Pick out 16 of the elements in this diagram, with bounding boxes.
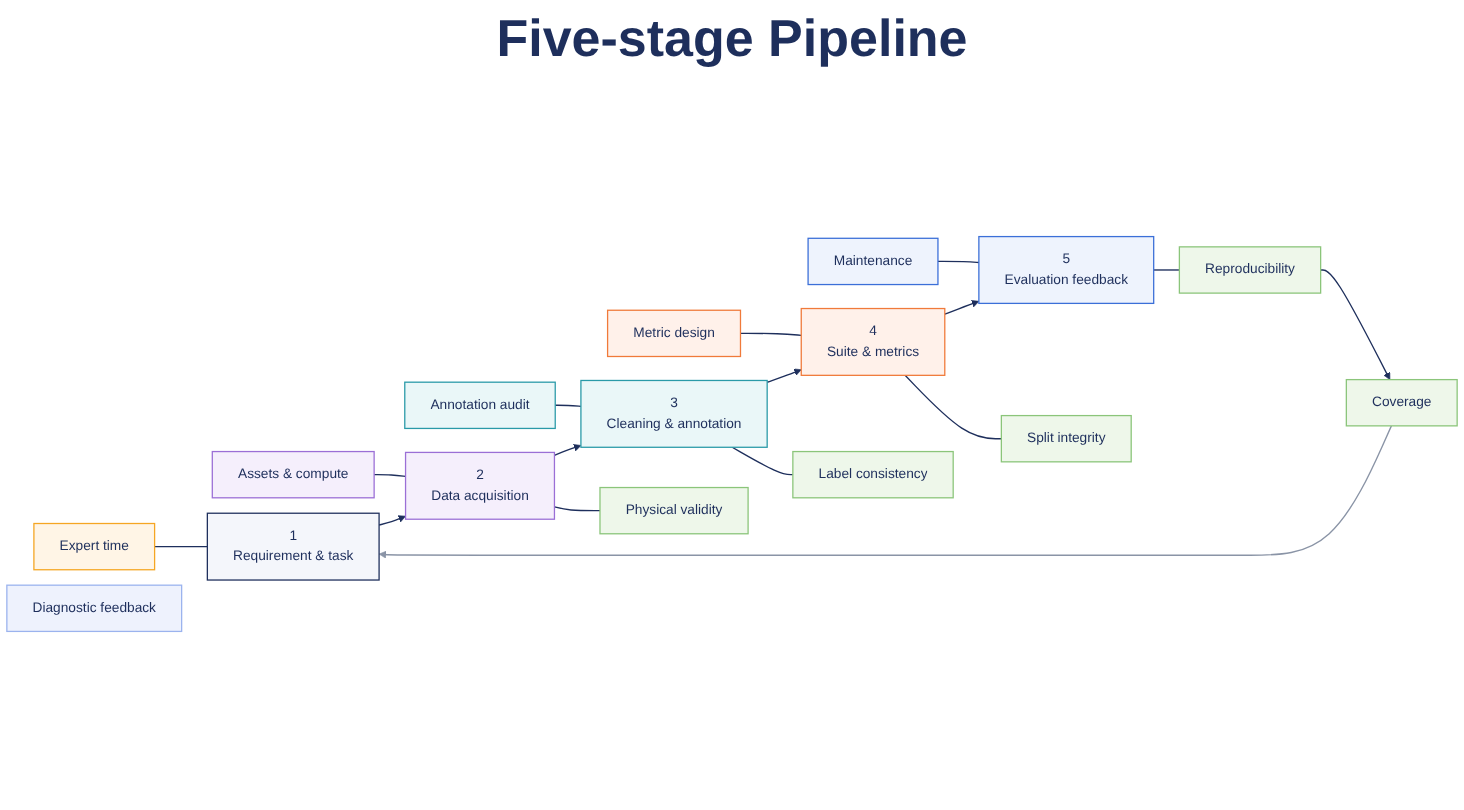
connector — [1153, 269, 1181, 271]
connector — [153, 545, 209, 548]
title: Five-stage Pipeline — [494, 8, 970, 70]
arrow — [378, 515, 406, 526]
connector — [373, 474, 407, 478]
connector — [554, 404, 582, 408]
connector — [904, 374, 1003, 440]
connector — [739, 332, 802, 336]
arrow — [1319, 269, 1391, 380]
connector — [937, 260, 980, 264]
arrow — [553, 444, 582, 457]
arrow — [378, 425, 1393, 559]
arrow — [766, 368, 802, 383]
connector — [731, 446, 794, 476]
connector — [553, 506, 601, 512]
arrow — [944, 300, 980, 315]
